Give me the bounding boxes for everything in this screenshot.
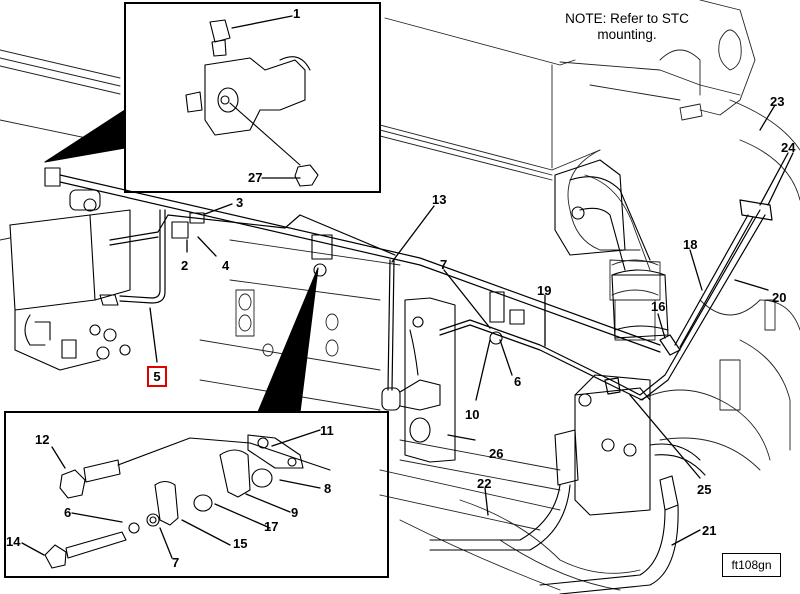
callout-21: 21: [702, 523, 717, 538]
callout-6-inset: 6: [64, 505, 72, 520]
note-line-2: mounting.: [597, 27, 657, 42]
callout-18: 18: [683, 237, 698, 252]
callout-1: 1: [293, 6, 301, 21]
shutoff-valve: [381, 297, 456, 463]
line-clamps: [171, 212, 525, 345]
callout-8: 8: [324, 481, 332, 496]
callout-11: 11: [320, 423, 334, 438]
stc-mounting-note: NOTE: Refer to STC mounting.: [562, 11, 692, 43]
injection-pump: [9, 167, 131, 371]
callout-22: 22: [477, 476, 492, 491]
callout-7-inset: 7: [172, 555, 180, 570]
clamp-hardware-exploded: [44, 434, 331, 569]
inset-pointer-bottom: [257, 267, 319, 413]
inset-frame-top: [124, 2, 381, 193]
inset-frame-bottom: [4, 411, 389, 578]
callout-19: 19: [537, 283, 552, 298]
callout-25: 25: [697, 482, 712, 497]
callout-3: 3: [236, 195, 244, 210]
callout-5-highlighted[interactable]: 5: [147, 366, 167, 387]
note-line-1: NOTE: Refer to STC: [565, 11, 689, 26]
callout-12: 12: [35, 432, 50, 447]
solenoid-block: [429, 374, 706, 594]
callout-24: 24: [781, 140, 796, 155]
callout-14: 14: [6, 534, 21, 549]
callout-10: 10: [465, 407, 480, 422]
callout-2: 2: [181, 258, 189, 273]
callout-6-main: 6: [514, 374, 522, 389]
callout-15: 15: [233, 536, 248, 551]
callout-26: 26: [489, 446, 504, 461]
callout-9: 9: [291, 505, 299, 520]
callout-20: 20: [772, 290, 787, 305]
callout-17: 17: [264, 519, 279, 534]
fuel-lines: [59, 174, 773, 401]
callout-7-main: 7: [440, 257, 448, 272]
inset-pointer-top: [44, 109, 126, 163]
breather-elbow: [554, 159, 669, 339]
callout-23: 23: [770, 94, 785, 109]
leader-lines: [21, 15, 794, 559]
callout-27: 27: [248, 170, 263, 185]
callout-16: 16: [651, 299, 666, 314]
callout-13: 13: [432, 192, 447, 207]
callout-4: 4: [222, 258, 230, 273]
figure-id-label: ft108gn: [722, 553, 781, 577]
pump-fitting-detail: [185, 19, 319, 187]
